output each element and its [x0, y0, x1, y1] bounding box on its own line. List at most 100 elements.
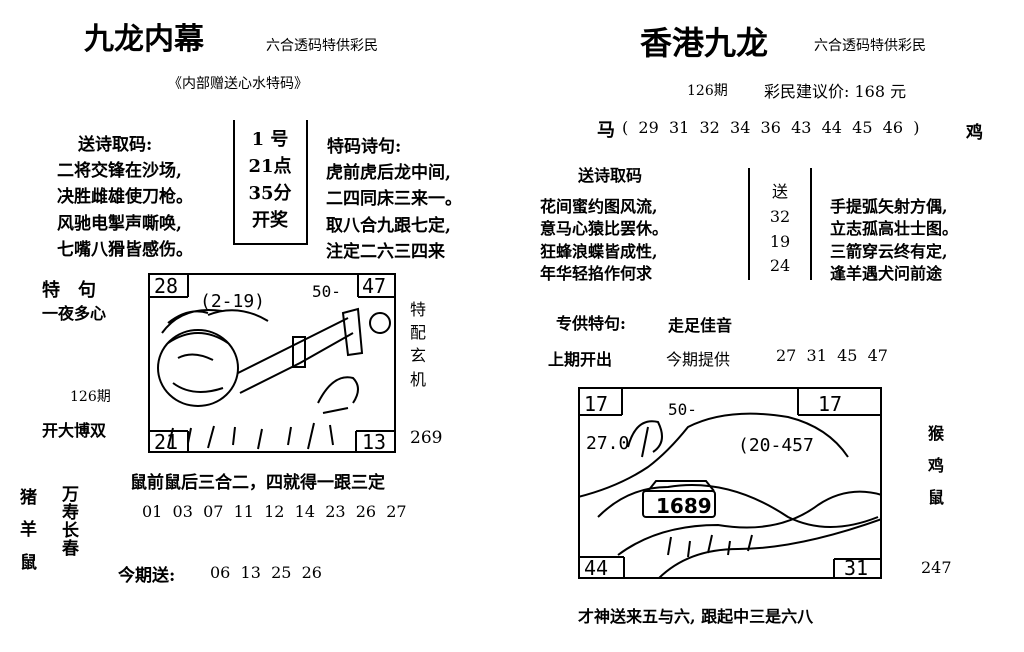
right-pic-corner-tr: 17: [818, 392, 842, 416]
draw-minute: 35分: [248, 183, 292, 204]
send-label: 今期送:: [118, 566, 176, 586]
right-subtitle: 六合透码特供彩民: [814, 38, 926, 54]
special-phrase: 一夜多心: [42, 304, 107, 323]
poem-line: 注定二六三四来: [326, 242, 445, 263]
left-pic-scribble-2: 50-: [312, 282, 341, 301]
left-poem: 二将交锋在沙场, 决胜雌雄使刀枪。 风驰电掣声嘶唤, 七嘴八猾皆感伤。: [57, 158, 193, 263]
left-tagline: 《内部赠送心水特码》: [168, 76, 308, 92]
send-box-right-border: [810, 168, 812, 280]
vertical-char: 玄: [410, 346, 427, 366]
right-zodiac-vertical: 猴 鸡 鼠: [928, 418, 944, 514]
left-hand-drawing: 28 47 21 13 (2-19) 50-: [148, 273, 396, 453]
right-pic-scribble-2: 50-: [668, 400, 697, 419]
right-pic-number: 247: [921, 558, 952, 577]
right-bottom-line: 才神送来五与六, 跟起中三是六八: [578, 607, 814, 626]
left-pic-corner-bl: 21: [154, 430, 178, 453]
left-pic-corner-tr: 47: [362, 274, 386, 298]
time-box-bottom-border: [233, 243, 308, 245]
left-issue: 126期: [70, 389, 111, 405]
zodiac-char: 猪: [20, 488, 37, 508]
horse-numbers: ( 29 31 32 34 36 43 44 45 46 ): [622, 118, 920, 137]
poem-line: 花间蜜约图风流,: [540, 197, 658, 216]
right-pic-corner-br: 31: [844, 556, 868, 579]
poem-line: 决胜雌雄使刀枪。: [57, 187, 193, 208]
right-picture-frame: [578, 387, 882, 579]
send-box: 送 32 19 24: [752, 180, 808, 279]
code-poem-label: 特码诗句:: [327, 137, 402, 157]
zodiac-char: 鼠: [928, 488, 945, 507]
right-poem: 花间蜜约图风流, 意马心猿比罢休。 狂蜂浪蝶皆成性, 年华轻掐作何求: [540, 196, 668, 286]
send-box-number: 32: [769, 206, 791, 226]
chicken-label: 鸡: [966, 123, 983, 143]
code-poem: 虎前虎后龙中间, 二四同床三来一。 取八合九跟七定, 注定二六三四来: [326, 160, 462, 265]
provide-label: 今期提供: [666, 350, 731, 369]
poem-line: 意马心猿比罢休。: [540, 219, 669, 239]
vertical-char: 特: [410, 300, 427, 319]
send-box-label: 送: [771, 182, 788, 201]
vertical-char: 配: [410, 323, 427, 343]
time-box-right-border: [306, 120, 308, 244]
zodiac-char: 鼠: [20, 552, 37, 573]
horse-label: 马: [597, 120, 615, 141]
poem-line: 狂蜂浪蝶皆成性,: [540, 241, 658, 261]
right-pic-scribble-3: 27.0: [586, 433, 629, 454]
poem-line: 二将交锋在沙场,: [57, 161, 182, 181]
poem-line: 风驰电掣声嘶唤,: [57, 213, 182, 234]
poem-line: 七嘴八猾皆感伤。: [57, 240, 193, 261]
left-pic-corner-tl: 28: [154, 274, 178, 298]
left-subtitle: 六合透码特供彩民: [266, 38, 378, 54]
poem-line: 二四同床三来一。: [326, 189, 462, 210]
right-special-phrase: 走足佳音: [668, 316, 733, 335]
right-hand-drawing: 17 17 44 31 (20-457 50- 27.0 1689: [578, 387, 882, 579]
right-poem-label: 送诗取码: [578, 166, 643, 185]
vertical-char: 春: [62, 538, 79, 559]
right-pic-corner-bl: 44: [584, 556, 608, 579]
left-title: 九龙内幕: [84, 22, 204, 57]
rule-line: 鼠前鼠后三合二，四就得一跟三定: [130, 473, 385, 493]
zodiac-char: 鸡: [928, 456, 945, 475]
poem-line: 手提弧矢射方偶,: [830, 197, 948, 216]
send-box-left-border: [748, 168, 750, 280]
right-pic-building-number: 1689: [656, 494, 712, 518]
poem-line: 年华轻掐作何求: [540, 264, 653, 284]
time-box-left-border: [233, 120, 235, 244]
zodiac-char: 猴: [928, 424, 945, 443]
zodiac-vertical: 猪 羊 鼠: [20, 482, 37, 579]
time-box: 1 号 21点 35分 开奖: [237, 126, 303, 234]
longevity-vertical: 万 寿 长 春: [62, 485, 79, 559]
right-poem-2: 手提弧矢射方偶, 立志孤高壮士图。 三箭穿云终有定, 逢羊遇犬问前途: [830, 196, 958, 286]
left-pic-number: 269: [410, 428, 443, 448]
price-label: 彩民建议价: 168 元: [764, 82, 907, 101]
special-label: 专供特句:: [556, 314, 626, 333]
poem-line: 逢羊遇犬问前途: [830, 264, 943, 284]
right-issue: 126期: [687, 83, 728, 99]
left-pic-corner-br: 13: [362, 430, 386, 453]
left-vertical-label: 特 配 玄 机: [410, 298, 426, 391]
poem-line: 三箭穿云终有定,: [830, 241, 948, 261]
poem-line: 虎前虎后龙中间,: [326, 163, 451, 183]
send-box-number: 19: [769, 231, 791, 251]
zodiac-char: 羊: [20, 520, 37, 541]
draw-day: 1 号: [251, 129, 289, 150]
right-pic-scribble: (20-457: [738, 435, 814, 456]
poem-line: 取八合九跟七定,: [326, 215, 451, 236]
right-title: 香港九龙: [640, 24, 769, 62]
draw-label: 开奖: [252, 210, 288, 231]
draw-hour: 21点: [248, 156, 292, 177]
special-phrase-label: 特 句: [42, 280, 96, 301]
send-box-number: 24: [769, 256, 791, 276]
vertical-char: 寿: [62, 502, 79, 523]
provide-numbers: 27 31 45 47: [776, 346, 888, 365]
poem-line: 立志孤高壮士图。: [830, 219, 959, 239]
left-numbers: 01 03 07 11 12 14 23 26 27: [142, 502, 407, 521]
left-picture-frame: [148, 273, 396, 453]
left-poem-label: 送诗取码:: [78, 135, 153, 155]
right-pic-corner-tl: 17: [584, 392, 608, 416]
open-phrase: 开大博双: [42, 421, 107, 440]
vertical-char: 长: [62, 520, 79, 541]
last-label: 上期开出: [548, 350, 613, 369]
vertical-char: 机: [410, 369, 427, 389]
send-numbers: 06 13 25 26: [210, 563, 322, 582]
left-pic-scribble: (2-19): [200, 291, 265, 312]
vertical-char: 万: [62, 485, 79, 505]
